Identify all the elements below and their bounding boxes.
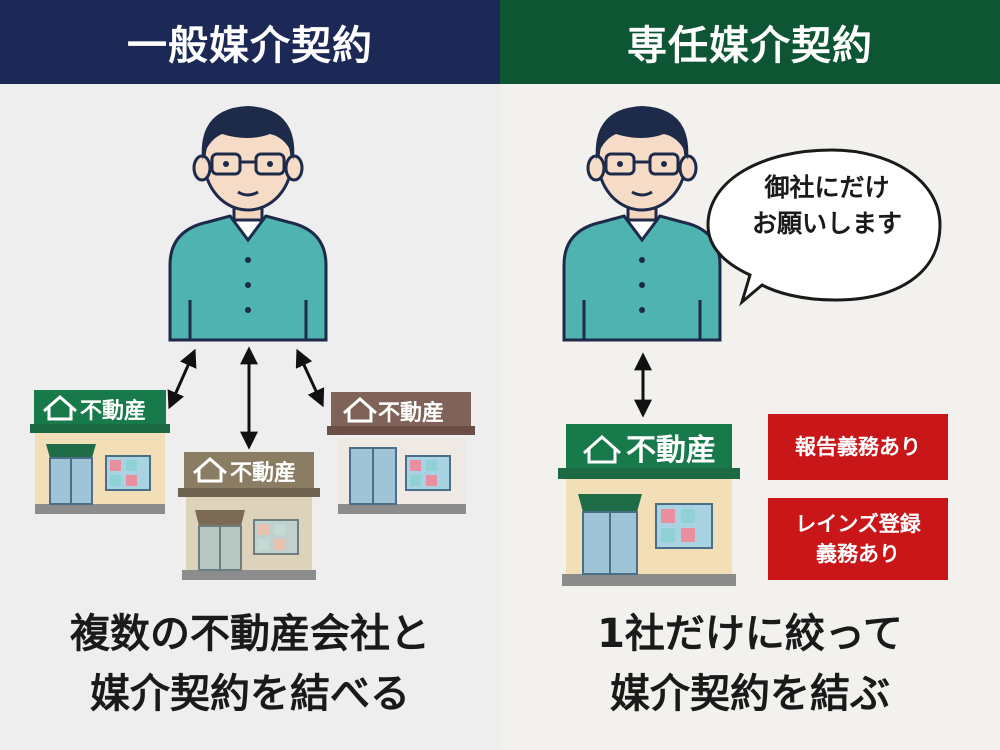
bubble-text: 御社にだけ お願いします [722,170,932,242]
general-mediation-title: 一般媒介契約 [0,0,500,84]
exclusive-mediation-caption: 1社だけに絞って 媒介契約を結ぶ [500,604,1000,724]
general-mediation-caption: 複数の不動産会社と 媒介契約を結べる [0,604,500,724]
caption-line-2: 媒介契約を結ぶ [610,671,890,717]
reporting-obligation-badge: 報告義務あり [768,414,948,480]
shop-sign-label: 不動産 [80,398,146,424]
bubble-line-1: 御社にだけ [764,173,890,202]
badge-label: 報告義務あり [795,435,921,459]
reins-registration-badge: レインズ登録 義務あり [768,498,948,580]
real-estate-shop-icon [327,392,475,514]
badge-label-line-1: レインズ登録 [795,512,921,536]
bubble-line-2: お願いします [751,209,902,238]
speech-bubble-icon [706,148,942,307]
exclusive-mediation-title: 専任媒介契約 [500,0,1000,84]
badge-label-line-2: 義務あり [816,542,900,566]
shop-sign-label: 不動産 [230,460,296,486]
real-estate-shop-icon [30,390,170,514]
general-mediation-panel: 一般媒介契約 [0,0,500,724]
caption-line-1: 1社だけに絞って [597,611,903,657]
double-arrow-icon [167,348,197,410]
shop-sign-label: 不動産 [378,400,444,426]
shop-sign-label: 不動産 [626,433,716,468]
client-person-icon [562,104,722,342]
exclusive-mediation-panel: 専任媒介契約 不動産 御社 [500,0,1000,750]
general-mediation-illustration: 不動産 不動産 [30,104,475,580]
client-person-icon [168,104,328,342]
real-estate-shop-icon [178,452,320,580]
double-arrow-icon [295,348,325,408]
exclusive-mediation-illustration: 不動産 [558,104,942,586]
caption-line-2: 媒介契約を結べる [90,671,410,717]
real-estate-shop-icon [558,424,740,586]
caption-line-1: 複数の不動産会社と [70,611,430,657]
